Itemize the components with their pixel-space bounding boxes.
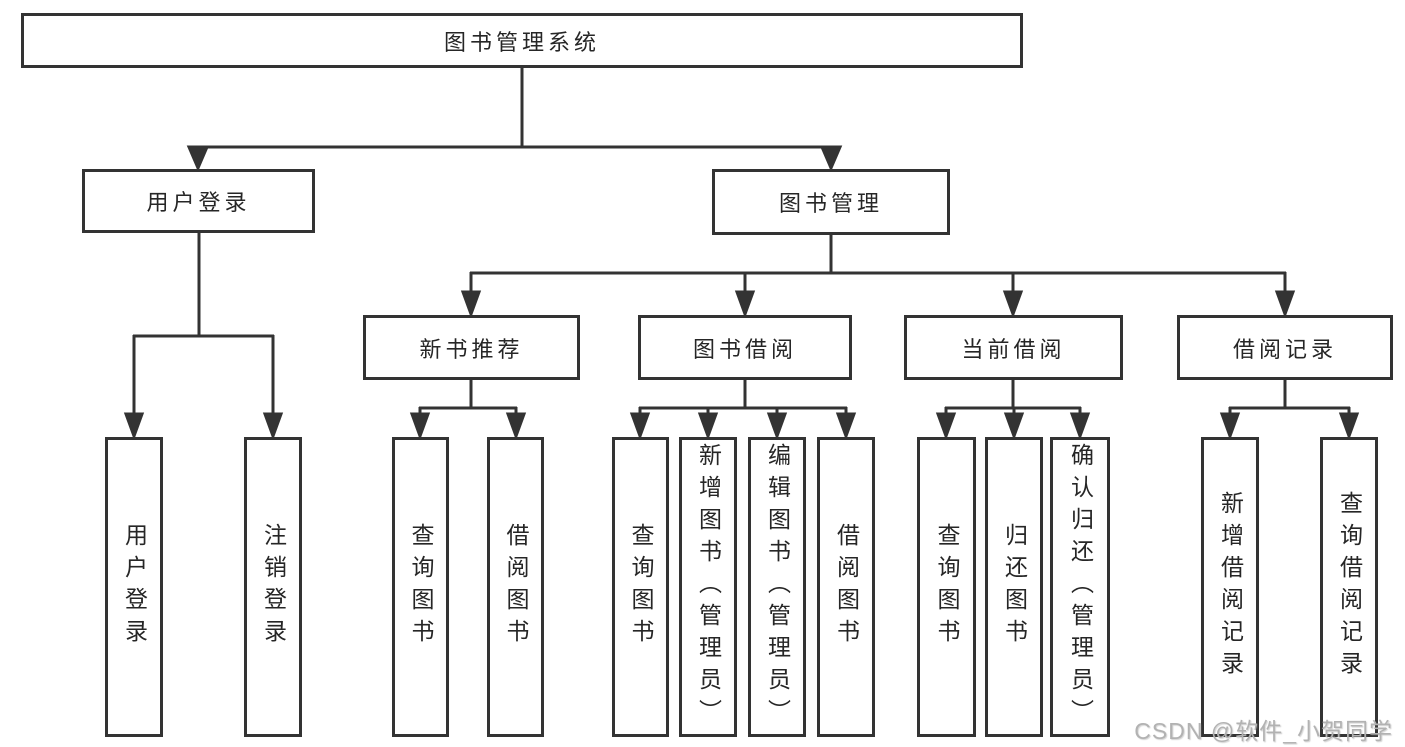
connector-book-borrow-subtree	[629, 380, 857, 441]
node-new-book-recommend: 新书推荐	[363, 315, 580, 380]
leaf-query-borrow-record: 查询借阅记录	[1320, 437, 1378, 737]
connector-book-mgmt-to-level2	[460, 235, 1296, 319]
leaf-query-books-2: 查询图书	[612, 437, 669, 737]
leaf-return-books-label: 归还图书	[1001, 523, 1028, 651]
node-current-borrow-label: 当前借阅	[961, 336, 1066, 362]
leaf-edit-books-admin: 编辑图书（管理员）	[748, 437, 806, 737]
leaf-user-login-label: 用户登录	[121, 523, 148, 651]
connector-new-book-subtree	[409, 380, 527, 441]
node-current-borrow: 当前借阅	[904, 315, 1123, 380]
node-book-borrow: 图书借阅	[638, 315, 852, 380]
node-root: 图书管理系统	[21, 13, 1023, 68]
watermark-text: CSDN @软件_小贺同学	[1134, 718, 1393, 744]
node-book-mgmt-label: 图书管理	[778, 191, 883, 216]
leaf-user-login: 用户登录	[105, 437, 163, 737]
node-root-label: 图书管理系统	[443, 29, 600, 55]
node-new-book-recommend-label: 新书推荐	[419, 336, 524, 362]
leaf-query-books-1-label: 查询图书	[408, 523, 434, 651]
leaf-query-books-3: 查询图书	[917, 437, 976, 737]
connector-borrow-records-subtree	[1219, 380, 1360, 441]
leaf-return-books: 归还图书	[985, 437, 1043, 737]
leaf-borrow-books-1-label: 借阅图书	[503, 523, 529, 651]
leaf-confirm-return-admin: 确认归还（管理员）	[1050, 437, 1110, 737]
leaf-add-books-admin: 新增图书（管理员）	[679, 437, 737, 737]
connector-root-to-level1	[186, 68, 843, 172]
leaf-query-borrow-record-label: 查询借阅记录	[1336, 491, 1363, 683]
leaf-add-books-admin-label: 新增图书（管理员）	[695, 443, 722, 731]
leaf-edit-books-admin-label: 编辑图书（管理员）	[764, 443, 791, 731]
node-book-mgmt: 图书管理	[712, 169, 950, 235]
leaf-borrow-books-2-label: 借阅图书	[833, 523, 860, 651]
node-user-login: 用户登录	[82, 169, 315, 233]
leaf-add-borrow-record: 新增借阅记录	[1201, 437, 1259, 737]
connector-current-borrow-subtree	[935, 380, 1091, 441]
connector-user-login-subtree	[123, 233, 284, 441]
leaf-confirm-return-admin-label: 确认归还（管理员）	[1067, 443, 1094, 731]
leaf-add-borrow-record-label: 新增借阅记录	[1217, 491, 1244, 683]
leaf-borrow-books-2: 借阅图书	[817, 437, 875, 737]
leaf-query-books-2-label: 查询图书	[628, 523, 654, 651]
leaf-borrow-books-1: 借阅图书	[487, 437, 544, 737]
leaf-logout-label: 注销登录	[260, 523, 287, 651]
node-borrow-records-label: 借阅记录	[1232, 336, 1337, 362]
leaf-logout: 注销登录	[244, 437, 302, 737]
node-user-login-label: 用户登录	[146, 190, 251, 215]
node-book-borrow-label: 图书借阅	[692, 336, 797, 362]
leaf-query-books-3-label: 查询图书	[934, 523, 960, 651]
leaf-query-books-1: 查询图书	[392, 437, 449, 737]
node-borrow-records: 借阅记录	[1177, 315, 1393, 380]
